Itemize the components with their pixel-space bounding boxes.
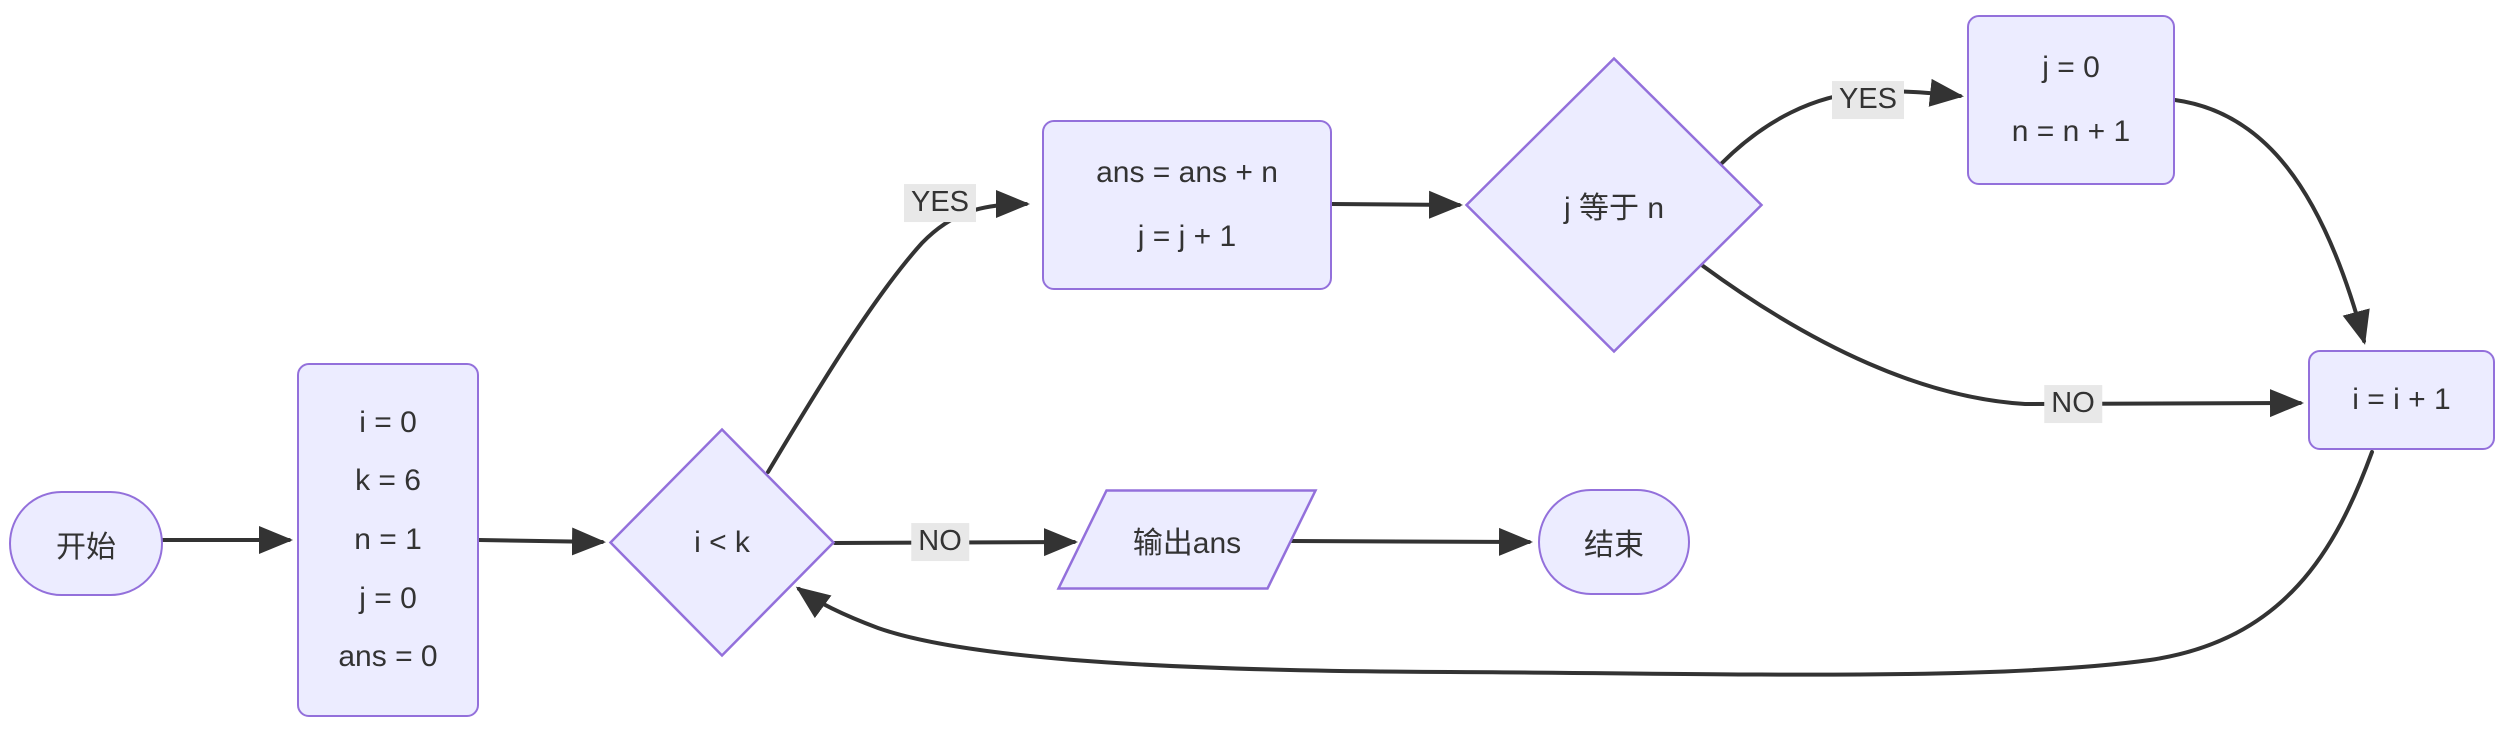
reset-j-line-1: j = 0 [2042,51,2100,84]
edge-resetj-inci [2173,98,2370,345]
init-line-5: ans = 0 [338,640,438,674]
node-start: 开始 [9,491,163,596]
init-line-1: i = 0 [359,405,417,439]
edge-label-yes-2: YES [1831,81,1905,119]
edge-output-end [1290,527,1533,556]
node-cond-j-eq-n: j 等于 n [1464,56,1764,354]
output-parallelogram-shape [1056,489,1318,590]
cond-j-eq-n-label: j 等于 n [1563,192,1665,225]
edge-label-no-2: NO [2044,385,2102,423]
edge-cond2-no-inci [1701,264,2304,418]
edge-label-no-1: NO [911,523,969,561]
edge-inci-loop-cond1 [795,450,2374,677]
init-line-4: j = 0 [359,581,417,615]
node-add-ans: ans = ans + n j = j + 1 [1042,120,1332,290]
edge-init-cond1 [477,527,606,556]
init-line-3: n = 1 [354,522,422,556]
edge-cond1-yes-addans [766,190,1030,474]
cond-j-eq-n-diamond-shape [1464,56,1764,354]
add-ans-line-2: j = j + 1 [1137,220,1237,253]
cond-i-lt-k-diamond-shape [608,427,836,658]
add-ans-line-1: ans = ans + n [1096,156,1278,189]
init-line-2: k = 6 [355,464,421,498]
reset-j-line-2: n = n + 1 [2011,115,2131,148]
node-output: 输出ans [1056,489,1318,590]
inc-i-label: i = i + 1 [2352,383,2451,416]
node-cond-i-lt-k: i < k [608,427,836,658]
edge-addans-cond2 [1330,190,1463,219]
output-label: 输出ans [1132,526,1242,560]
node-inc-i: i = i + 1 [2308,350,2495,450]
node-init: i = 0 k = 6 n = 1 j = 0 ans = 0 [297,363,479,717]
cond-i-lt-k-label: i < k [694,525,750,559]
node-end: 结束 [1538,489,1690,595]
start-label: 开始 [56,530,116,564]
node-reset-j: j = 0 n = n + 1 [1967,15,2175,185]
end-label: 结束 [1584,529,1644,562]
edge-label-yes-1: YES [903,184,977,222]
